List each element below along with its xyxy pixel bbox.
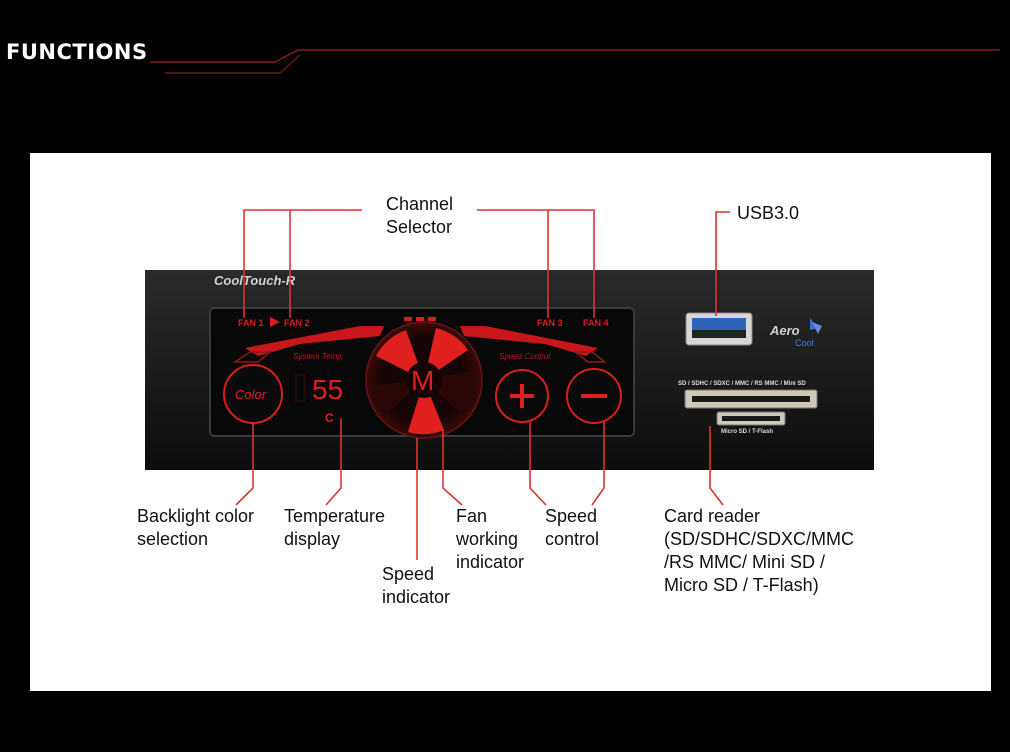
temperature-label: Temperature display	[284, 506, 386, 549]
fan2-label[interactable]: FAN 2	[284, 318, 310, 328]
temperature-unit: C	[325, 411, 334, 425]
fan1-label[interactable]: FAN 1	[238, 318, 264, 328]
mode-button-label[interactable]: M	[411, 365, 434, 396]
right-accent-bar	[460, 326, 598, 356]
minus-icon	[581, 394, 607, 398]
speed-control-callout: Speed control	[545, 506, 600, 549]
header-rule	[150, 49, 1000, 74]
logo-text-bottom: Cool	[795, 338, 814, 348]
fan3-label[interactable]: FAN 3	[537, 318, 563, 328]
fan-blades	[371, 328, 478, 435]
usb-label: USB3.0	[737, 203, 800, 223]
micro-slot-label: Micro SD / T-Flash	[721, 429, 773, 435]
fan-working-label: Fan working indicator	[456, 506, 525, 572]
temperature-readout: 55	[312, 374, 343, 405]
speed-indicator-label: Speed indicator	[382, 564, 451, 607]
card-slot-label: SD / SDHC / SDXC / MMC / RS MMC / Mini S…	[678, 381, 806, 387]
backlight-label: Backlight color selection	[137, 506, 255, 549]
color-button-label: Color	[235, 387, 267, 402]
system-temp-label: System Temp.	[293, 352, 344, 361]
card-reader-label: Card reader (SD/SDHC/SDXC/MMC /RS MMC/ M…	[664, 506, 855, 595]
logo-text-top: Aero	[769, 323, 800, 338]
left-accent-bar	[245, 326, 384, 356]
channel-selector-label: Channel Selector	[386, 194, 454, 237]
arrow-icon	[270, 317, 280, 327]
speed-control-label: Speed Control	[499, 352, 550, 361]
callout-lines	[235, 209, 730, 560]
fan4-label[interactable]: FAN 4	[583, 318, 609, 328]
model-name: CoolTouch-R	[214, 273, 296, 288]
page-title: FUNCTIONS	[6, 40, 148, 64]
